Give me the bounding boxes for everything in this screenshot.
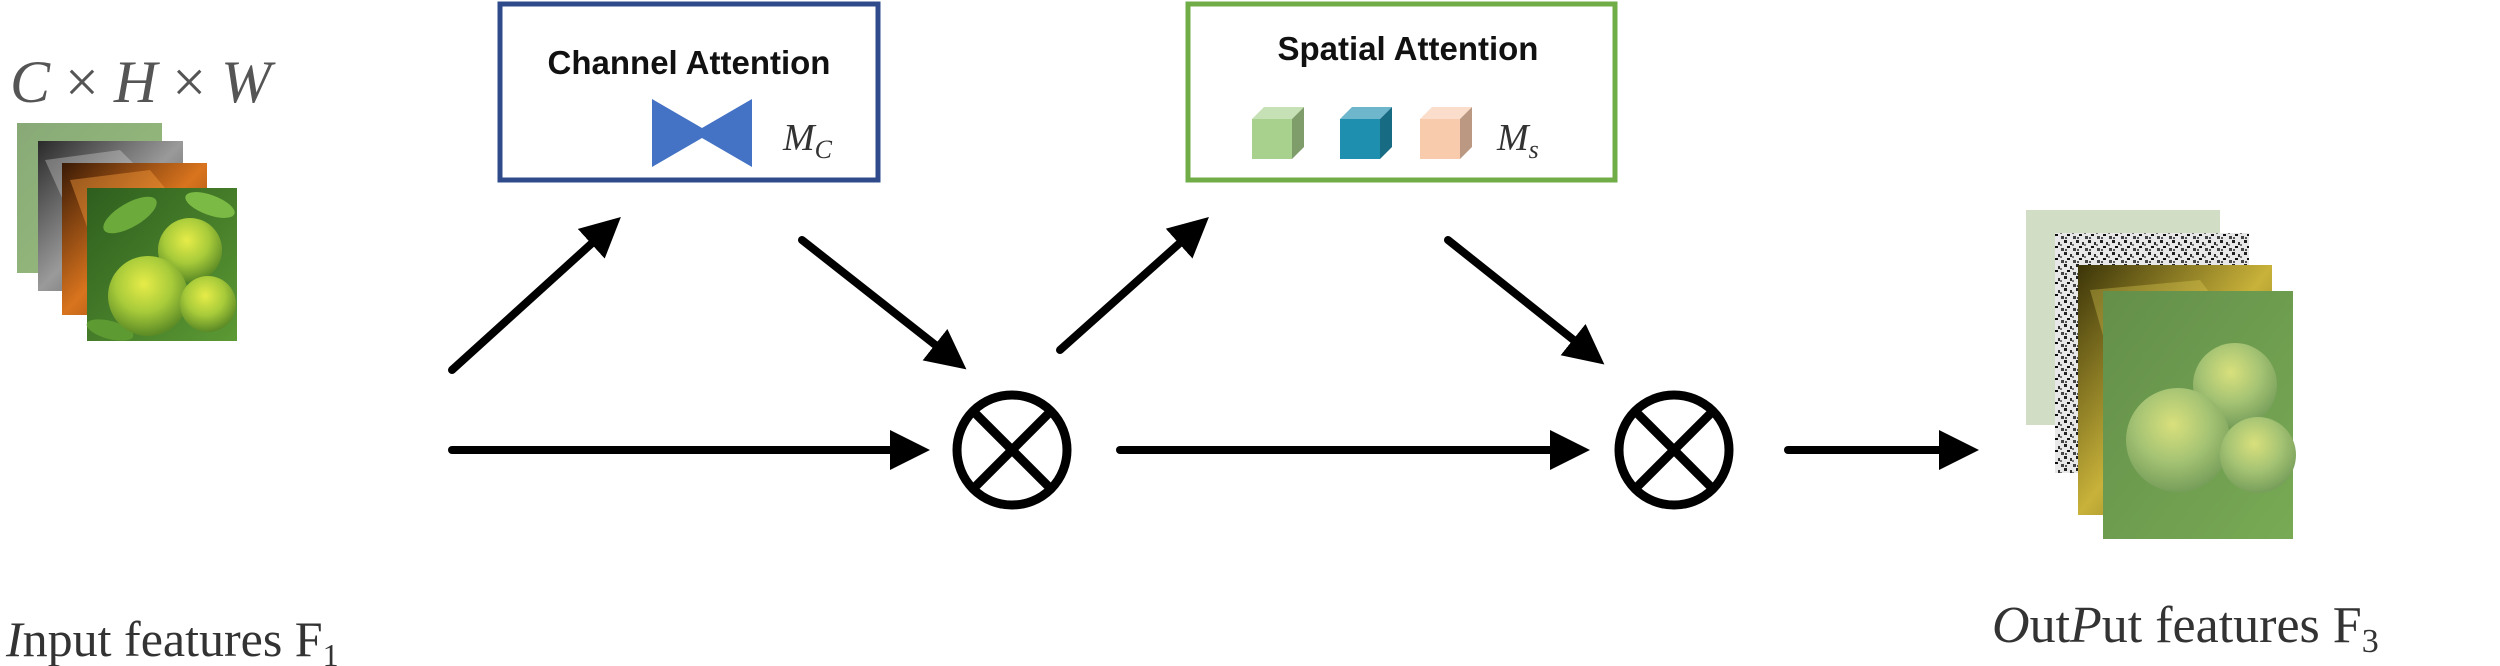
cube-icon	[1420, 107, 1472, 159]
channel-attention-title: Channel Attention	[548, 44, 831, 81]
cube-icon	[1340, 107, 1392, 159]
output-layer-color	[2103, 291, 2296, 539]
circled-times-icon	[1614, 390, 1734, 510]
arrow-multiply-1-to-spatial-attention	[1056, 217, 1209, 354]
arrow-channel-attention-to-multiply-1	[798, 236, 967, 370]
fruit-left	[108, 256, 188, 336]
spatial-attention-symbol: Ms	[1496, 117, 1539, 164]
fruit-left	[2126, 388, 2230, 492]
bowtie-icon	[652, 99, 752, 167]
input-feature-stack	[17, 123, 237, 341]
cube-icon	[1252, 107, 1304, 159]
circled-times-icon	[952, 390, 1072, 510]
arrow-input-to-channel-attention	[448, 216, 621, 374]
fruit-right	[180, 276, 236, 332]
input-shape-label: C × H × W	[10, 49, 276, 115]
spatial-attention-title: Spatial Attention	[1278, 30, 1539, 67]
channel-attention-symbol: MC	[782, 117, 833, 164]
input-features-label: Input features F1	[5, 611, 339, 666]
output-features-label: OutPut features F3	[1992, 597, 2379, 660]
arrow-spatial-attention-to-multiply-2	[1444, 236, 1605, 365]
channel-attention-box: Channel Attention MC	[497, 1, 881, 183]
output-feature-stack	[2026, 210, 2296, 539]
fruit-right	[2220, 417, 2296, 493]
input-layer-color	[86, 188, 237, 341]
spatial-attention-box: Spatial Attention Ms	[1185, 1, 1618, 183]
